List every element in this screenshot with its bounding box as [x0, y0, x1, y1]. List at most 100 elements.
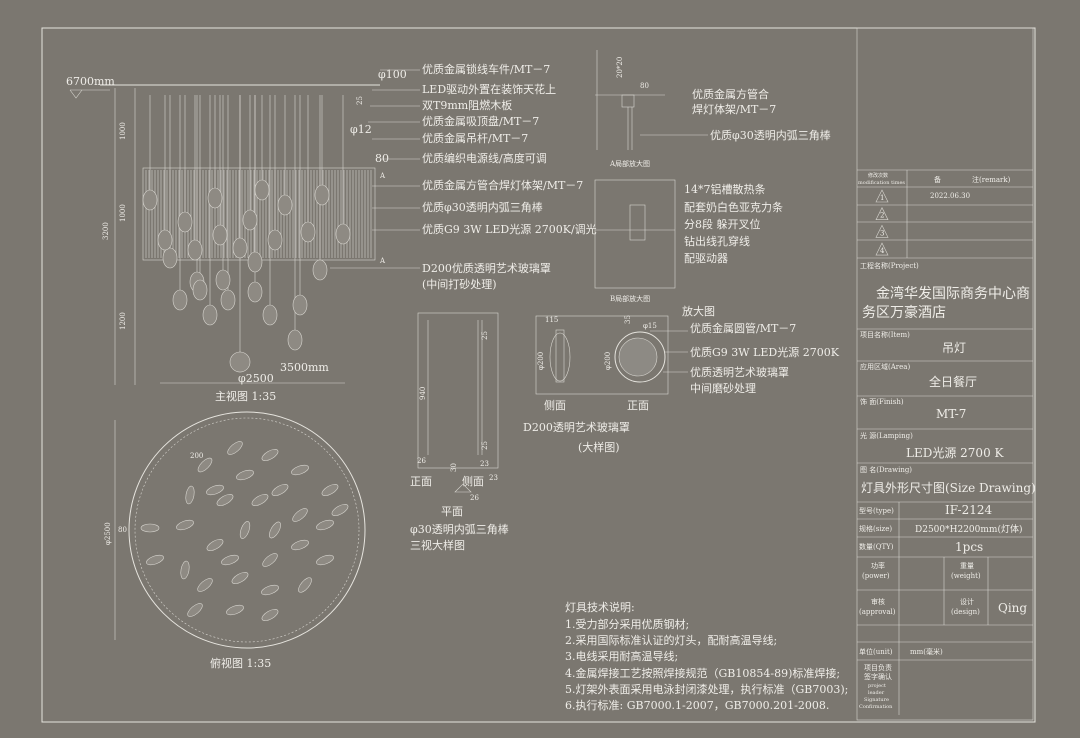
callout: 优质金属圆管/MT－7 — [690, 321, 796, 335]
item-label: 项目名称(Item) — [860, 330, 910, 339]
project-name: 金湾华发国际商务中心商 — [876, 285, 1030, 302]
lamping-value: LED光源 2700 K — [906, 446, 1005, 460]
type-label: 型号(type) — [859, 506, 894, 515]
dim-label: φ200 — [604, 352, 612, 370]
view-label: 正面 — [410, 475, 432, 488]
shade-plan — [321, 484, 339, 496]
project-name: 务区万豪酒店 — [862, 305, 946, 321]
glass-shade — [172, 289, 188, 311]
shade-plan — [180, 560, 190, 580]
rev-header: 注(remark) — [972, 175, 1011, 184]
diameter-label: φ2500 — [238, 372, 274, 385]
dim-label: φ15 — [643, 322, 657, 330]
dim-label: 23 — [480, 460, 489, 468]
rod-three-view: 25 940 25 26 23 30 23 26 正面 侧面 平面 φ30透明内… — [410, 312, 509, 552]
callout: 优质金属方管合 — [692, 87, 769, 101]
shade-plan — [292, 508, 308, 522]
section-mark: A — [379, 257, 386, 265]
revision-number: 1 — [880, 194, 884, 202]
callout: 优质G9 3W LED光源 2700K — [690, 345, 840, 359]
shade-plan — [206, 484, 224, 496]
rev-header: 修改次数 — [868, 172, 888, 179]
glass-shade — [312, 259, 328, 281]
approval-label: (approval) — [859, 608, 896, 616]
shade-plan — [271, 484, 289, 496]
detail-a-caption: A局部放大图 — [609, 159, 650, 168]
glass-shade — [262, 304, 278, 326]
view-label: 侧面 — [544, 399, 566, 412]
shade-plan — [316, 554, 334, 566]
callout: (中间打砂处理) — [422, 277, 497, 291]
callout: 优质金属吊杆/MT－7 — [422, 131, 528, 145]
sign-label: leader — [868, 690, 885, 696]
callout: 优质φ30透明内弧三角棒 — [422, 200, 543, 214]
rod-caption: φ30透明内弧三角棒 — [410, 522, 509, 536]
shade-plan — [251, 494, 269, 506]
rev-header: 备 — [934, 175, 941, 184]
shade-plan — [206, 539, 224, 551]
top-plan-view: φ2500 80 200 俯视图 1:35 — [104, 411, 366, 670]
shade-plan — [197, 457, 213, 473]
drawing-label: 图 名(Drawing) — [860, 465, 912, 474]
area-value: 全日餐厅 — [929, 374, 977, 389]
shade-plan — [298, 577, 312, 593]
revision-triangle-icon — [875, 224, 889, 238]
weight-label: (weight) — [951, 572, 981, 580]
shade-detail-view: 115 35 φ15 φ200 φ200 放大图 优质金属圆管/MT－7 优质G… — [523, 304, 840, 454]
dim-label: 3200 — [102, 222, 110, 240]
glass-shade — [202, 304, 218, 326]
callout: 优质金属锁线车件/MT－7 — [422, 62, 550, 76]
height-label: 6700mm — [66, 75, 115, 88]
view-label: 正面 — [627, 399, 649, 412]
leader-lines — [330, 69, 420, 269]
glass-shade — [277, 194, 293, 216]
revision-triangle-icon — [875, 207, 889, 220]
dim-label: 80 — [118, 526, 127, 534]
approval-label: 审核 — [871, 597, 885, 606]
note-item: 3.电线采用耐高温导线; — [565, 649, 678, 663]
glass-shade — [142, 189, 158, 211]
shade-plan — [227, 441, 243, 455]
glass-shade — [242, 209, 258, 231]
finish-label: 饰 面(Finish) — [860, 397, 904, 406]
glass-shade — [215, 269, 231, 291]
note-item: 1.受力部分采用优质钢材; — [565, 617, 689, 631]
sheet-border — [41, 27, 1036, 723]
glass-shade — [229, 351, 251, 373]
main-view-caption: 主视图 1:35 — [215, 389, 276, 403]
dim-label: 25 — [356, 96, 364, 105]
main-elevation-view: 6700mm 1000 1000 3200 1200 φ2500 3500mm … — [66, 62, 597, 403]
callouts: 优质金属锁线车件/MT－7 LED驱动外置在装饰天花上 双T9mm阻燃木板 优质… — [422, 62, 597, 291]
shade-plan — [187, 603, 203, 617]
sign-label: 项目负责 — [864, 663, 892, 672]
sign-label: 签字确认 — [864, 672, 892, 681]
dim-label: 80 — [375, 152, 389, 165]
dim-label: 80 — [640, 82, 649, 90]
notes-title: 灯具技术说明: — [565, 600, 635, 614]
glass-shade — [287, 329, 303, 351]
lamping-label: 光 源(Lamping) — [860, 431, 913, 440]
callout: 优质金属吸顶盘/MT－7 — [422, 114, 539, 128]
dim-label: φ2500 — [104, 522, 112, 545]
revision-number: 4 — [880, 247, 885, 255]
callout: 优质金属方管合焊灯体架/MT－7 — [422, 178, 583, 192]
sign-label: Confirmation — [859, 704, 893, 710]
callout: 优质G9 3W LED光源 2700K/调光 — [422, 222, 597, 236]
finish-value: MT-7 — [936, 407, 966, 421]
glass-shade — [177, 211, 193, 233]
shade-plan — [262, 553, 278, 567]
glass-shade — [232, 237, 248, 259]
glass-shade — [207, 187, 223, 209]
callout: 优质φ30透明内弧三角棒 — [710, 128, 831, 142]
shade-plan — [231, 572, 249, 584]
power-label: (power) — [862, 572, 890, 580]
glass-shade — [292, 294, 308, 316]
detail-title: 放大图 — [682, 304, 715, 318]
rod-caption: 三视大样图 — [410, 538, 465, 552]
dim-label: 30 — [450, 463, 458, 472]
shade-caption: D200透明艺术玻璃罩 — [523, 420, 630, 434]
qty-label: 数量(QTY) — [859, 542, 894, 551]
view-label: 侧面 — [462, 475, 484, 488]
shade-plan — [291, 539, 309, 551]
